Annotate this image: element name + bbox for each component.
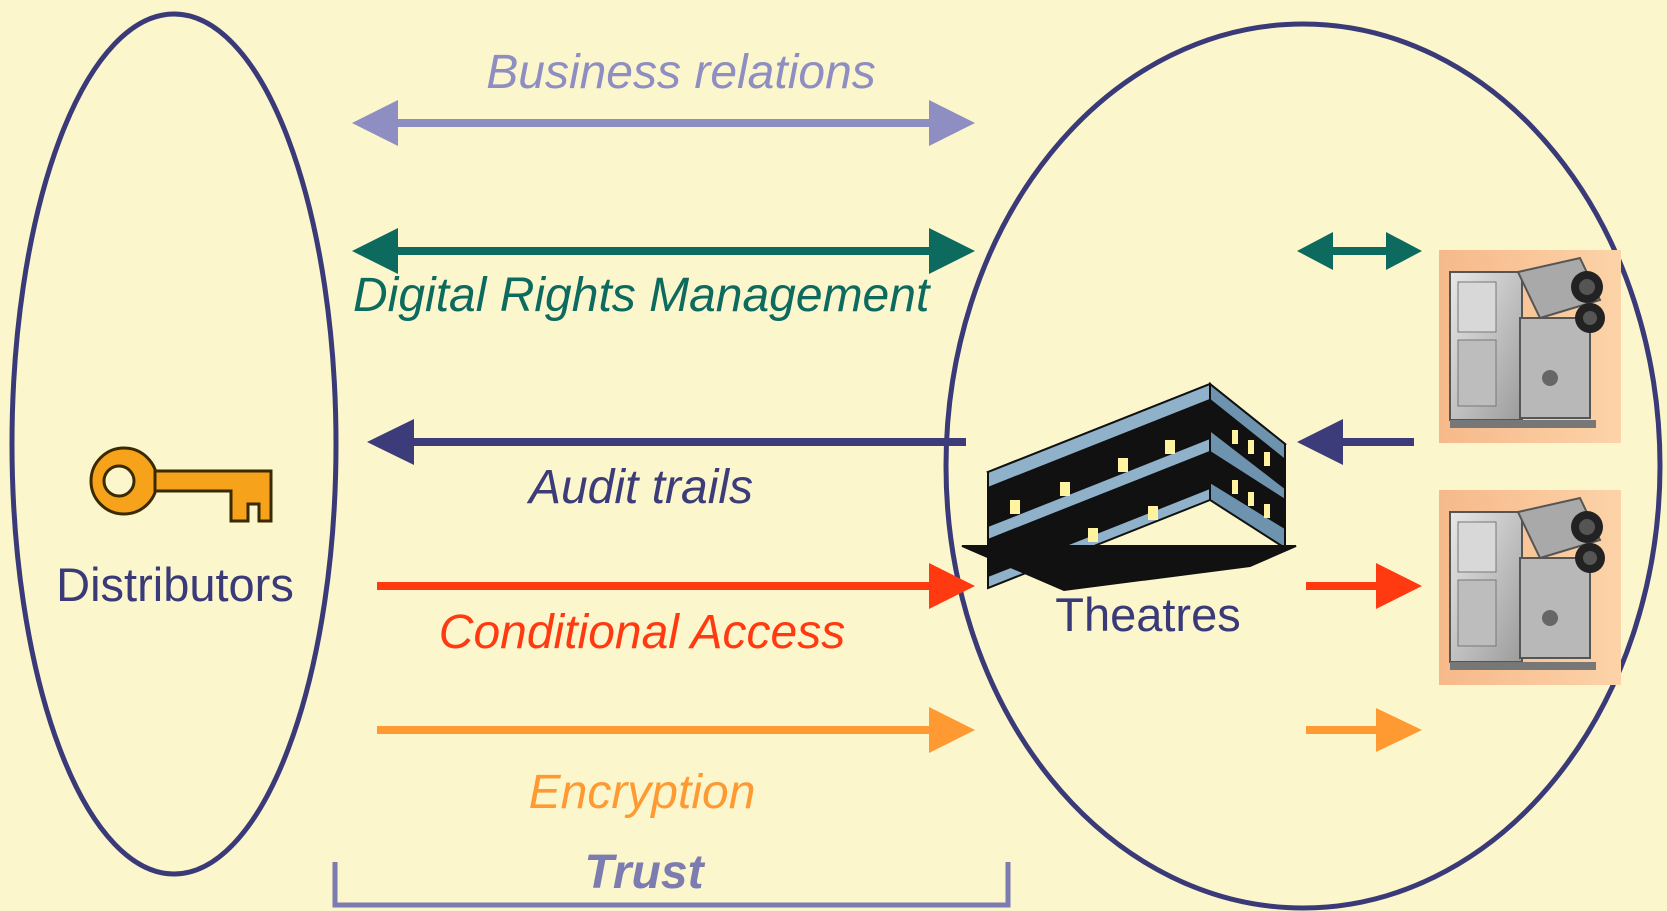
conditional-access-label: Conditional Access — [439, 606, 845, 659]
drm-device-arrow — [1297, 232, 1422, 270]
key-icon — [89, 446, 273, 523]
business-relations-label: Business relations — [486, 46, 876, 99]
encryption-label: Encryption — [529, 766, 756, 819]
conditional-device-arrow — [1306, 563, 1422, 609]
audit-trails-label: Audit trails — [526, 461, 753, 514]
trust-label: Trust — [584, 846, 705, 899]
business-relations-arrow — [352, 100, 975, 146]
building-icon — [961, 381, 1297, 592]
distributors-label: Distributors — [56, 558, 294, 611]
conditional-access-arrow — [377, 563, 975, 609]
trust-bracket — [332, 862, 1011, 908]
encryption-device-arrow — [1306, 708, 1422, 752]
projector-icon — [1439, 490, 1621, 685]
theatres-label: Theatres — [1055, 588, 1240, 641]
distributors-ellipse — [9, 11, 339, 877]
projector-icon — [1439, 250, 1621, 443]
theatres-ellipse — [943, 21, 1663, 911]
audit-trails-arrow — [367, 419, 966, 465]
drm-label: Digital Rights Management — [353, 269, 931, 322]
drm-arrow — [352, 228, 975, 274]
audit-device-arrow — [1297, 419, 1414, 465]
encryption-arrow — [377, 707, 975, 753]
